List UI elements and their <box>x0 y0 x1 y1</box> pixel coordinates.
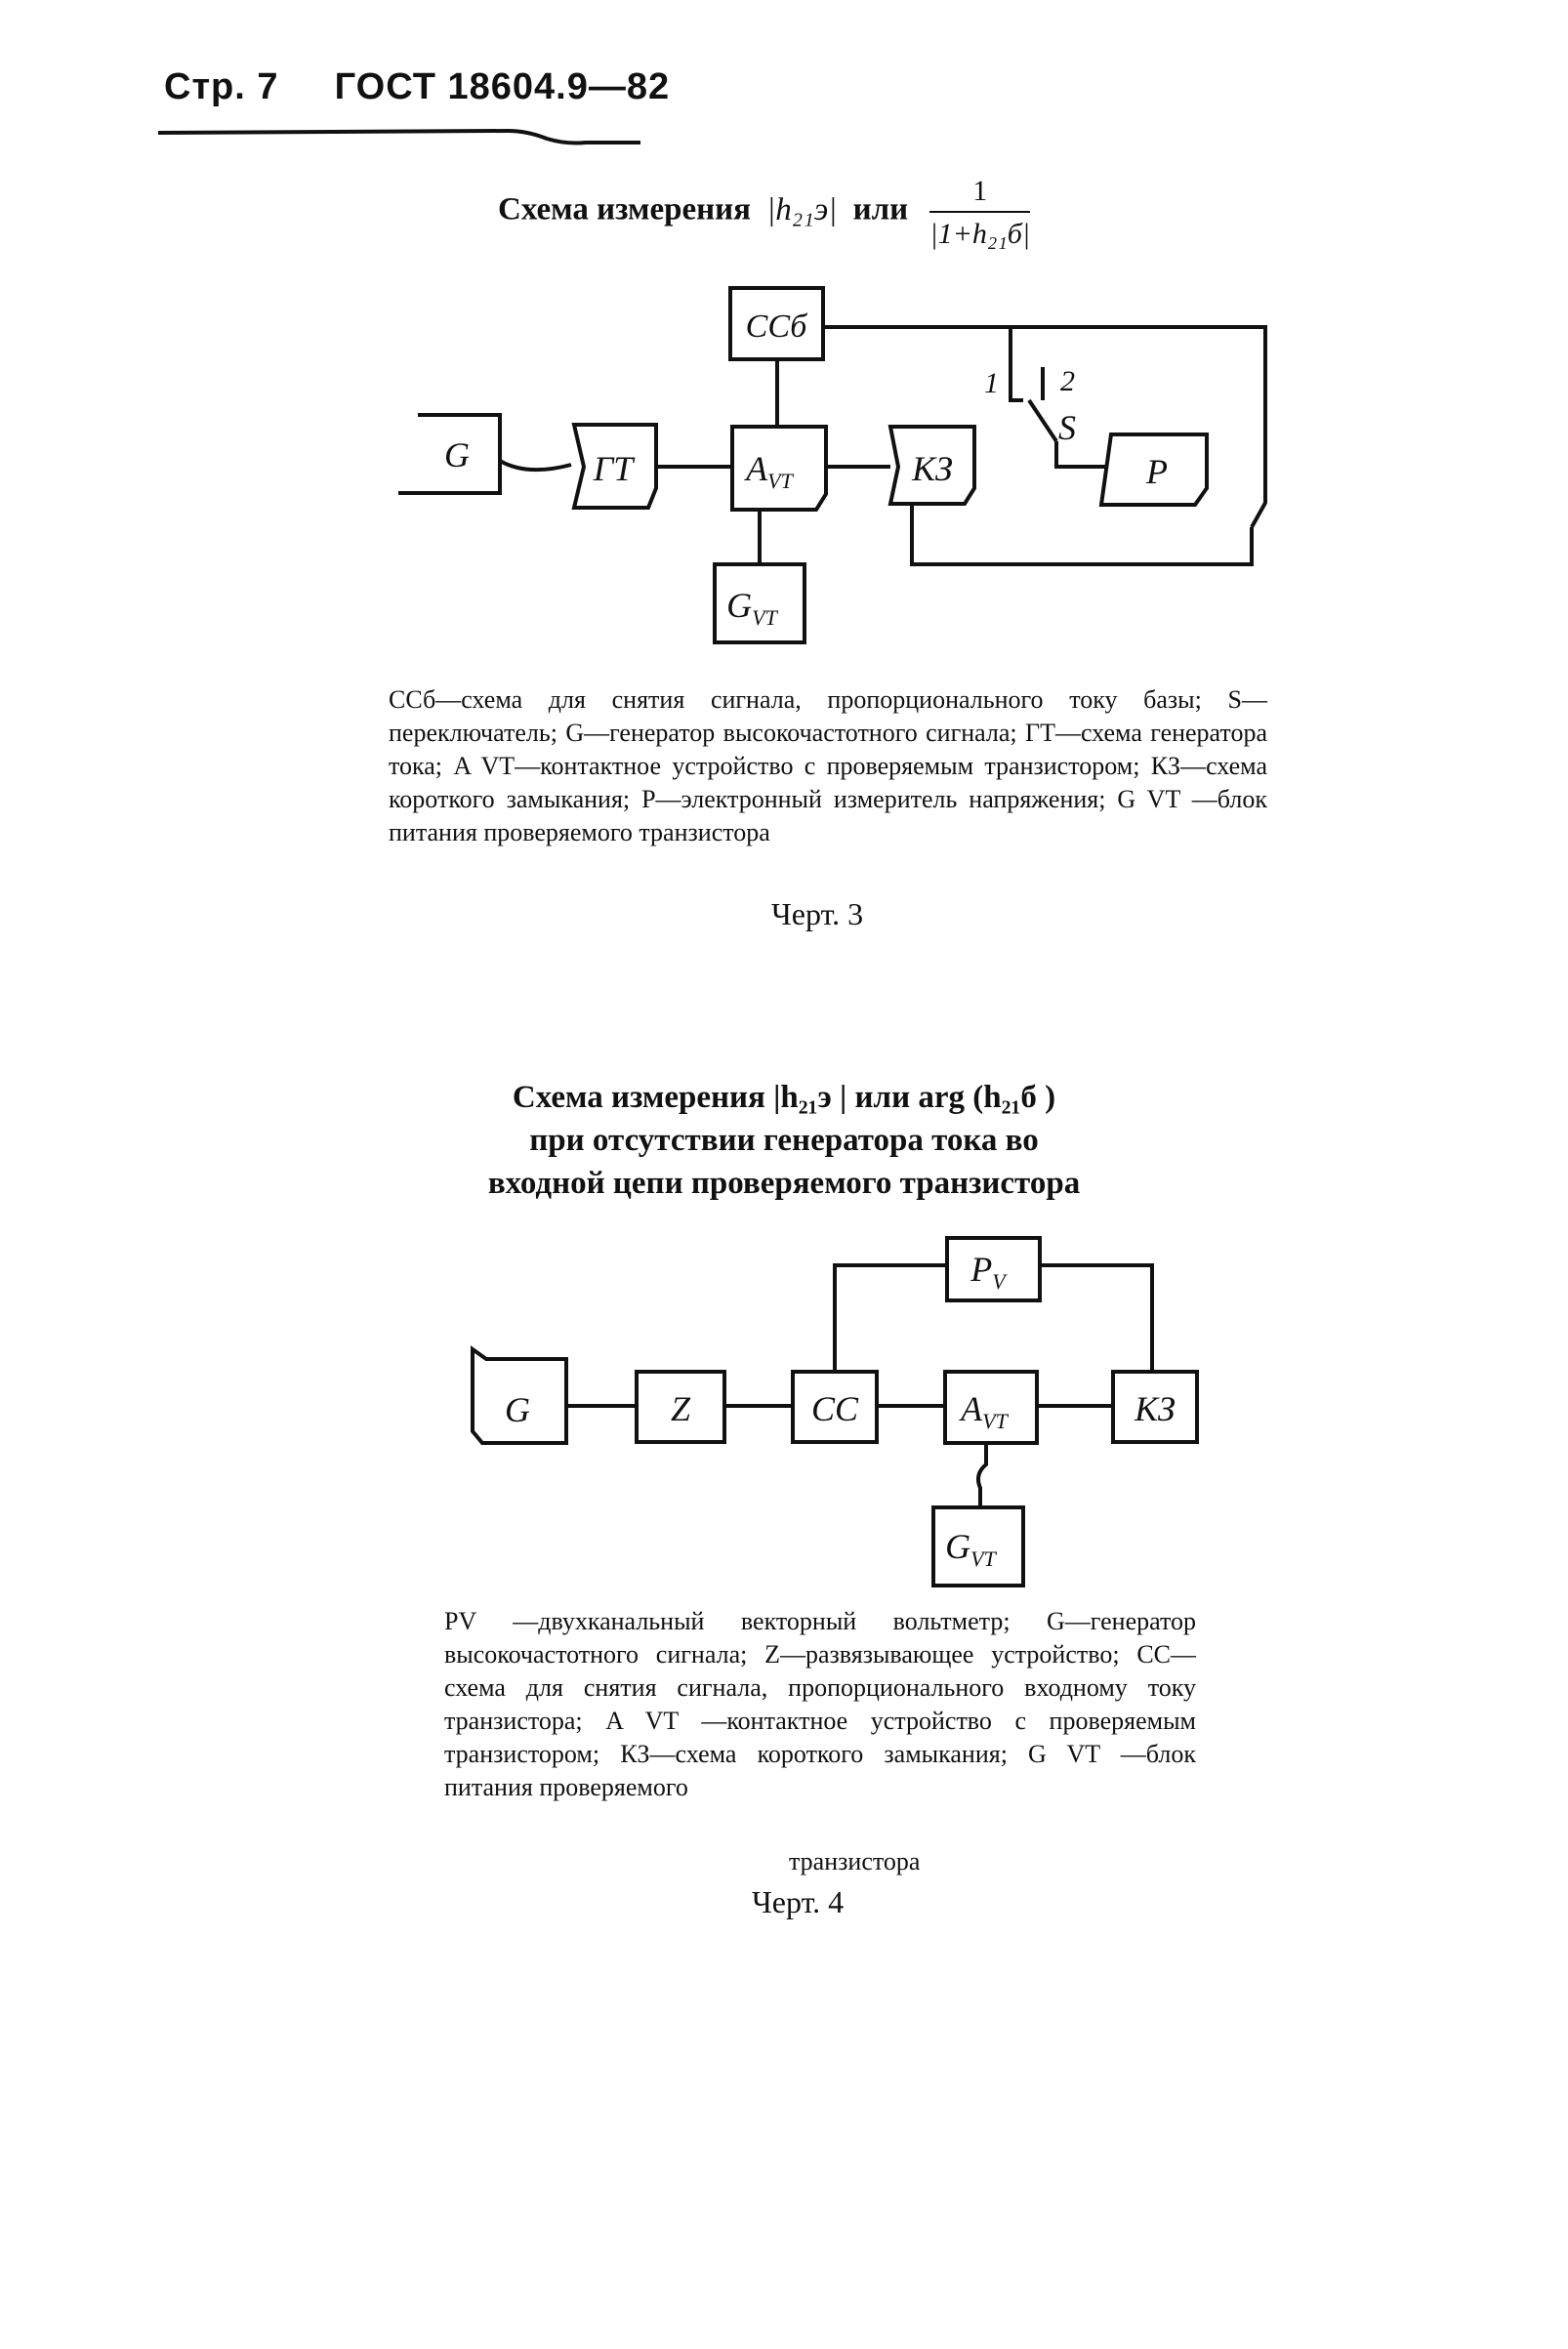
fig4-diagram: PV G Z CC AVT КЗ GVT <box>471 1236 1199 1587</box>
block-avt <box>943 1370 1039 1445</box>
fig4-legend: PV —двухканальный векторный вольтметр; G… <box>444 1607 1196 1801</box>
wire-cc-pv <box>833 1263 947 1372</box>
block-pv <box>945 1236 1042 1302</box>
block-g <box>471 1345 568 1445</box>
wire-kz-loop <box>910 504 1254 566</box>
page-header: Стр. 7 ГОСТ 18604.9—82 <box>164 66 670 108</box>
fig4-caption: Черт. 4 <box>752 1884 845 1919</box>
block-gt <box>571 423 658 510</box>
switch-blade <box>1027 398 1058 443</box>
block-cc <box>791 1370 879 1444</box>
block-kz-label: КЗ <box>1134 1389 1176 1428</box>
block-kz <box>887 425 976 506</box>
fig3-diagram: ССб G ГТ AVT КЗ P GVT 1 2 S <box>398 286 1267 644</box>
block-g-label: G <box>505 1390 530 1429</box>
block-gt-label: ГТ <box>593 449 636 488</box>
block-kz-label: КЗ <box>911 449 953 488</box>
wire-ccb-switch <box>823 325 1023 402</box>
fig3-title-fraction: 1 |1+h₂₁б| <box>929 175 1031 250</box>
fig4-title-line2: при отсутствии генератора тока во <box>529 1123 1039 1158</box>
switch-pos2: 2 <box>1060 365 1075 397</box>
block-p-label: P <box>1145 452 1168 491</box>
block-cc-label: CC <box>811 1389 859 1428</box>
fig4-title-line3: входной цепи проверяемого транзистора <box>487 1166 1081 1201</box>
fig3-legend: ССб—схема для снятия сигнала, пропорцион… <box>389 685 1267 846</box>
standard-number: ГОСТ 18604.9—82 <box>334 66 671 107</box>
fig4-title-line1: Схема измерения |h₂₁э | или arg (h₂₁б ) <box>512 1080 1056 1115</box>
block-z-label: Z <box>671 1389 691 1428</box>
switch-label: S <box>1058 408 1076 447</box>
wire-pv-kz <box>1040 1263 1154 1372</box>
block-avt-label: AVT <box>744 449 794 493</box>
fig3-caption: Черт. 3 <box>771 896 864 931</box>
block-kz <box>1111 1370 1199 1444</box>
block-gvt <box>931 1505 1025 1587</box>
wire-g-gt <box>499 459 572 473</box>
block-z <box>635 1370 726 1444</box>
block-pv-label: PV <box>970 1250 1008 1294</box>
wire-ccb-loop <box>1011 325 1267 528</box>
page-number: Стр. 7 <box>164 66 279 107</box>
fig4-title: Схема измерения |h₂₁э | или arg (h₂₁б ) … <box>0 1076 1568 1205</box>
wire-avt-gvt <box>976 1443 988 1507</box>
block-gvt-label: GVT <box>726 586 778 630</box>
wire-switch-p <box>1054 441 1111 469</box>
block-ccb <box>728 286 825 361</box>
header-underline <box>157 128 640 145</box>
block-ccb-label: ССб <box>746 309 809 345</box>
fig4-legend-end: транзистора <box>789 1847 921 1875</box>
block-g <box>398 413 502 495</box>
fig3-title: Схема измерения |h₂₁э| или 1 |1+h₂₁б| <box>498 172 1031 252</box>
block-avt-label: AVT <box>959 1389 1009 1433</box>
block-p <box>1098 433 1209 507</box>
block-g-label: G <box>444 435 470 474</box>
fig3-title-h: |h₂₁э| <box>766 191 838 227</box>
switch-pos1: 1 <box>984 367 999 399</box>
block-avt <box>730 425 828 512</box>
block-gvt <box>713 562 806 644</box>
block-gvt-label: GVT <box>945 1527 997 1571</box>
